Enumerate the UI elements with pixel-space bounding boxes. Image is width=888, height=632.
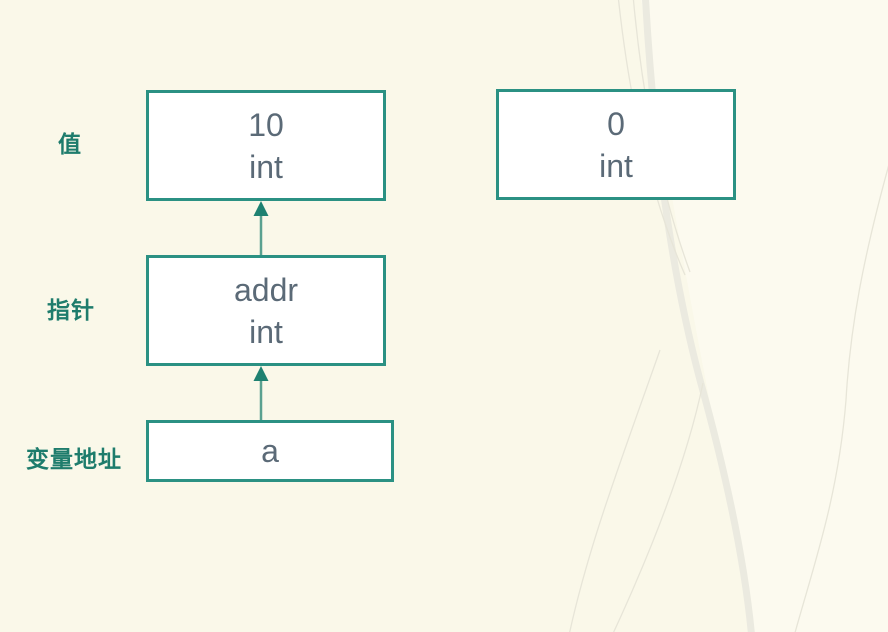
label-pointer: 指针 [47, 297, 95, 323]
pointer-box-type: int [249, 313, 283, 350]
address-box-value: a [261, 433, 279, 469]
value-box-left: 10 int [146, 90, 386, 201]
value-box-right: 0 int [496, 89, 736, 200]
value-box-left-value: 10 [248, 106, 284, 143]
pointer-box: addr int [146, 255, 386, 366]
value-box-left-type: int [249, 148, 283, 185]
value-box-right-value: 0 [607, 105, 625, 142]
pointer-box-value: addr [233, 271, 299, 308]
arrow-up-icon [253, 366, 269, 420]
value-box-right-type: int [599, 147, 633, 184]
label-value: 值 [58, 131, 82, 157]
label-address: 变量地址 [26, 446, 122, 472]
arrow-up-icon [253, 201, 269, 255]
address-box: a [146, 420, 394, 482]
